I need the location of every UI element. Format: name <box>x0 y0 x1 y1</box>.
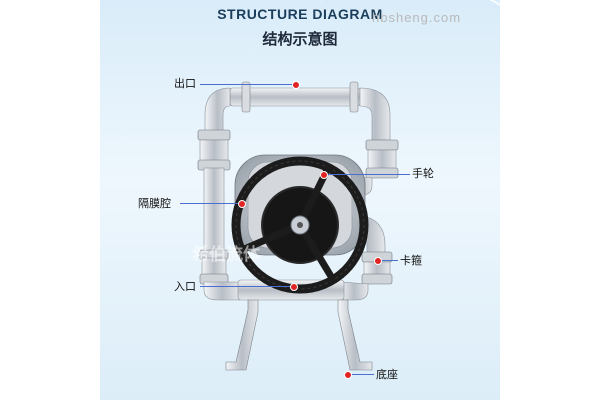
right-upper-clamp <box>347 139 399 196</box>
marker-base <box>344 371 352 379</box>
leader-handwheel <box>326 174 410 175</box>
outlet-manifold <box>204 81 391 141</box>
label-base: 底座 <box>376 368 398 381</box>
label-diaphragm-chamber: 隔膜腔 <box>138 197 171 210</box>
marker-outlet <box>292 81 300 89</box>
pump-illustration <box>197 81 399 371</box>
label-handwheel: 手轮 <box>412 167 434 180</box>
marker-clamp <box>374 257 382 265</box>
brand-watermark: 希伯流体 <box>192 245 260 265</box>
label-outlet: 出口 <box>174 77 196 90</box>
marker-handwheel <box>320 171 328 179</box>
marker-inlet <box>290 283 298 291</box>
leader-base <box>350 374 374 375</box>
leader-clamp <box>380 260 398 261</box>
leader-inlet <box>200 286 292 287</box>
left-upper-clamp <box>197 129 231 171</box>
label-clamp: 卡箍 <box>400 254 422 267</box>
label-inlet: 入口 <box>174 280 196 293</box>
leader-diaphragm-chamber <box>180 203 240 204</box>
site-watermark: hbsheng.com <box>372 10 462 25</box>
marker-diaphragm-chamber <box>238 200 246 208</box>
base-stand <box>225 299 373 371</box>
leader-outlet <box>200 84 294 85</box>
handwheel <box>231 156 369 294</box>
diagram-panel: STRUCTURE DIAGRAM 结构示意图 <box>100 0 500 400</box>
